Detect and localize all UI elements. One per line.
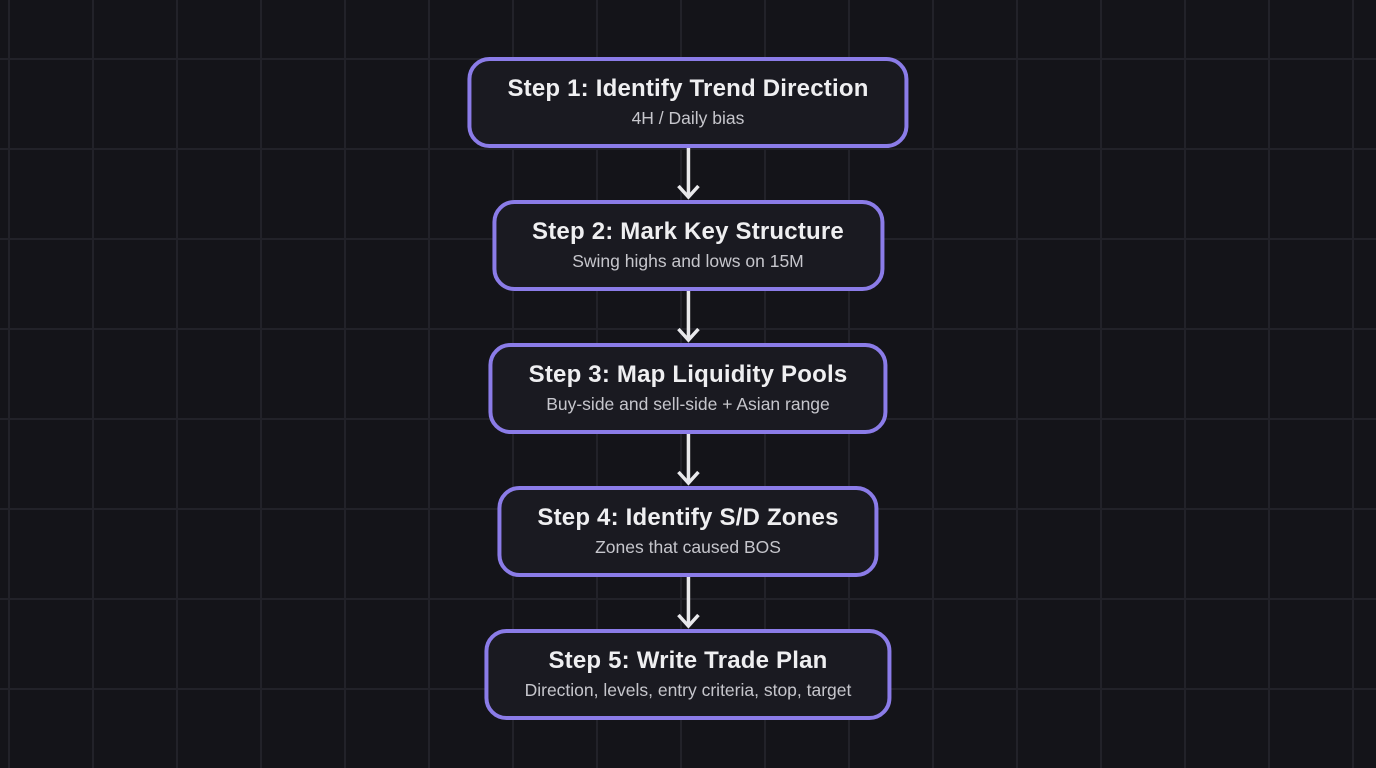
- flow-node-step-4: Step 4: Identify S/D Zones Zones that ca…: [497, 486, 879, 577]
- arrow-down-icon: [676, 291, 700, 343]
- step-subtitle: Swing highs and lows on 15M: [572, 251, 804, 271]
- flow-connector: [673, 434, 703, 486]
- step-title: Step 3: Map Liquidity Pools: [528, 361, 848, 388]
- step-title: Step 4: Identify S/D Zones: [537, 504, 839, 531]
- step-subtitle: Buy-side and sell-side + Asian range: [546, 394, 830, 414]
- flow-node-step-3: Step 3: Map Liquidity Pools Buy-side and…: [488, 343, 888, 434]
- step-subtitle: 4H / Daily bias: [631, 108, 745, 128]
- flow-node-step-2: Step 2: Mark Key Structure Swing highs a…: [492, 200, 884, 291]
- flowchart: Step 1: Identify Trend Direction 4H / Da…: [467, 57, 909, 720]
- step-title: Step 1: Identify Trend Direction: [507, 75, 869, 102]
- arrow-down-icon: [676, 434, 700, 486]
- step-subtitle: Direction, levels, entry criteria, stop,…: [524, 680, 852, 700]
- arrow-down-icon: [676, 577, 700, 629]
- arrow-down-icon: [676, 148, 700, 200]
- flow-connector: [673, 148, 703, 200]
- step-subtitle: Zones that caused BOS: [595, 537, 781, 557]
- flow-node-step-5: Step 5: Write Trade Plan Direction, leve…: [484, 629, 892, 720]
- flow-connector: [673, 577, 703, 629]
- flow-connector: [673, 291, 703, 343]
- step-title: Step 2: Mark Key Structure: [532, 218, 844, 245]
- flow-node-step-1: Step 1: Identify Trend Direction 4H / Da…: [467, 57, 909, 148]
- step-title: Step 5: Write Trade Plan: [548, 647, 828, 674]
